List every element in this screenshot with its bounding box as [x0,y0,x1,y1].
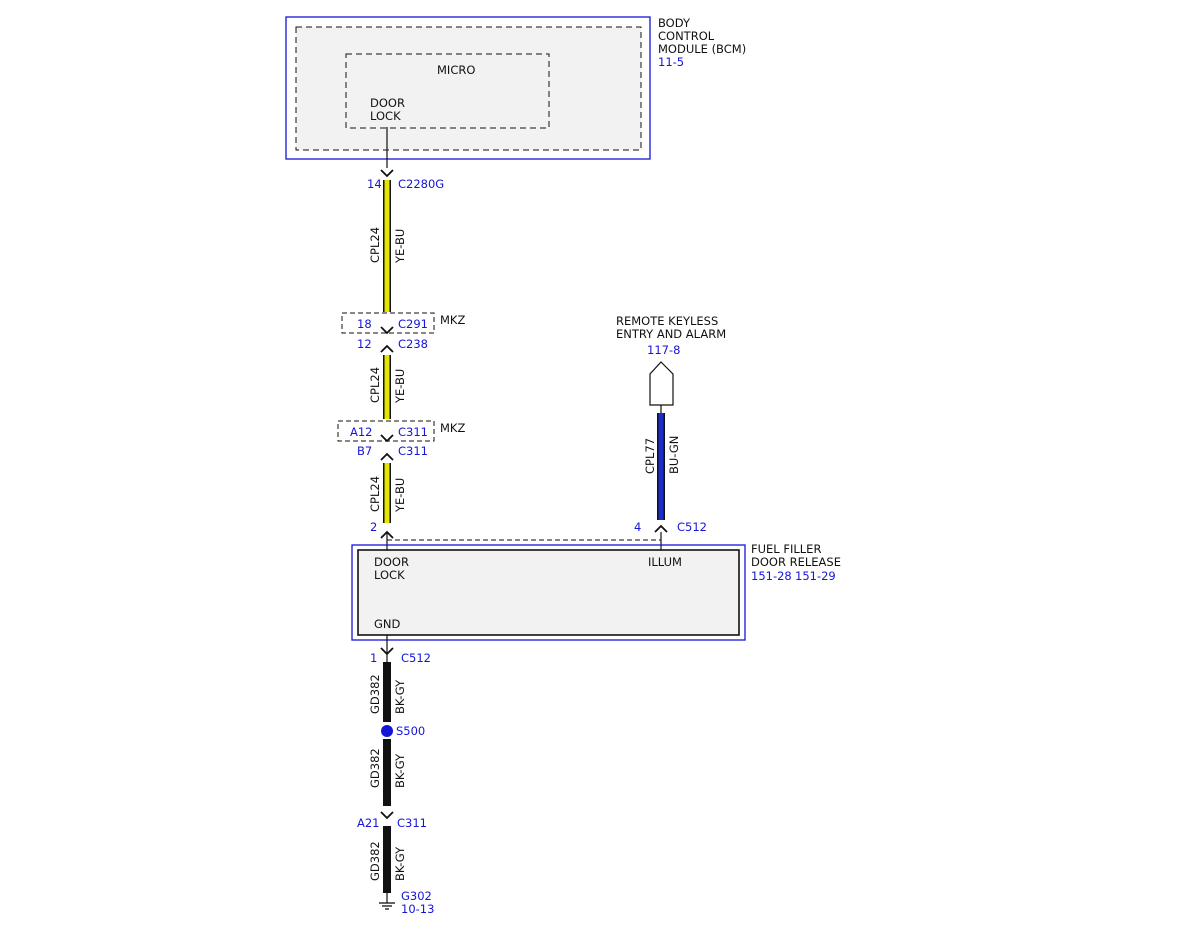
pin-14: 14 [367,177,382,191]
ffdr-title-line1: FUEL FILLER [751,542,821,556]
wire-cpl24-seg2-circuit: CPL24 [368,367,382,403]
bcm-module[interactable]: MICRO DOOR LOCK [285,16,651,160]
ground-g302-page-ref-link[interactable]: 10-13 [401,902,434,916]
bcm-micro-box [345,53,550,129]
connector-c291-chevron [380,326,394,335]
connector-c311-ground-chevron [380,811,394,820]
wire-cpl24-seg2-color: YE-BU [393,369,407,404]
ffdr-pin-door-lock-line1: DOOR [374,555,409,569]
connector-c311-top: C311 [398,425,428,439]
wire-cpl24-segment-1[interactable] [383,180,391,312]
pin-a21: A21 [357,816,380,830]
connector-c2280g: C2280G [398,177,444,191]
ffdr-page-ref-link-1[interactable]: 151-28 [751,569,792,583]
c311-option-mkz: MKZ [440,421,465,435]
wire-gd382-seg2-color: BK-GY [393,753,407,788]
rke-connection-arrow-icon[interactable] [649,361,674,406]
wire-cpl77-circuit: CPL77 [643,438,657,474]
pin-4: 4 [634,520,641,534]
rke-title-line2: ENTRY AND ALARM [616,327,726,341]
connector-c311-top-chevron [380,434,394,443]
bcm-outline [285,16,651,160]
ffdr-pin-gnd: GND [374,617,401,631]
pin-b7: B7 [357,444,372,458]
pin-18: 18 [357,317,372,331]
bcm-title-line3: MODULE (BCM) [658,42,746,56]
ffdr-module[interactable]: DOOR LOCK ILLUM GND [351,544,746,641]
connector-c311-bottom-chevron [380,452,394,461]
wire-gd382-seg3-circuit: GD382 [368,841,382,881]
wire-gd382-segment-3[interactable] [383,826,391,893]
ffdr-page-ref-link-2[interactable]: 151-29 [795,569,836,583]
wire-cpl24-seg3-circuit: CPL24 [368,476,382,512]
bcm-pin-label-line2: LOCK [370,109,401,123]
wire-cpl77-color: BU-GN [667,436,681,474]
connector-c512-illum-chevron [654,524,668,533]
ffdr-pin-door-lock-line2: LOCK [374,568,405,582]
ffdr-inner-box [357,549,740,636]
ground-g302-icon[interactable] [379,893,395,910]
connector-c311-ground: C311 [397,816,427,830]
wire-gd382-seg1-color: BK-GY [393,679,407,714]
bcm-micro-label: MICRO [437,63,475,77]
ffdr-title-line2: DOOR RELEASE [751,555,841,569]
pin-2: 2 [370,520,377,534]
connector-c512-bottom: C512 [401,651,431,665]
ffdr-pin-illum: ILLUM [648,555,682,569]
pin-12: 12 [357,337,372,351]
ffdr-outline [351,544,746,641]
wire-cpl24-seg3-color: YE-BU [393,478,407,513]
c291-option-mkz: MKZ [440,313,465,327]
wire-gd382-seg1-circuit: GD382 [368,674,382,714]
splice-s500-dot[interactable] [381,725,393,737]
pin-a12: A12 [350,425,373,439]
connector-c238: C238 [398,337,428,351]
wire-cpl24-seg1-color: YE-BU [393,229,407,264]
wire-gd382-seg2-circuit: GD382 [368,748,382,788]
wire-cpl24-segment-2[interactable] [383,355,391,419]
wire-gd382-seg3-color: BK-GY [393,846,407,881]
wire-gd382-segment-2[interactable] [383,739,391,806]
connector-c512-top: C512 [677,520,707,534]
wire-cpl24-seg1-circuit: CPL24 [368,227,382,263]
connector-c512-gnd-chevron [380,647,394,656]
wire-gd382-segment-1[interactable] [383,662,391,722]
bcm-title-line2: CONTROL [658,29,715,43]
connector-c2280g-chevron [380,169,394,178]
wire-cpl77[interactable] [657,413,665,520]
connector-c238-chevron [380,344,394,353]
splice-s500-label: S500 [396,724,425,738]
pin-1: 1 [370,651,377,665]
connector-c311-bottom: C311 [398,444,428,458]
bcm-page-ref-link[interactable]: 11-5 [658,55,684,69]
rke-page-ref-link[interactable]: 117-8 [647,343,680,357]
connector-c291: C291 [398,317,428,331]
bcm-pin-label-line1: DOOR [370,96,405,110]
ground-g302-label: G302 [401,889,432,903]
wire-cpl24-segment-3[interactable] [383,463,391,523]
rke-title-line1: REMOTE KEYLESS [616,314,718,328]
bcm-title-line1: BODY [658,16,691,30]
bcm-inner-box [295,26,642,151]
